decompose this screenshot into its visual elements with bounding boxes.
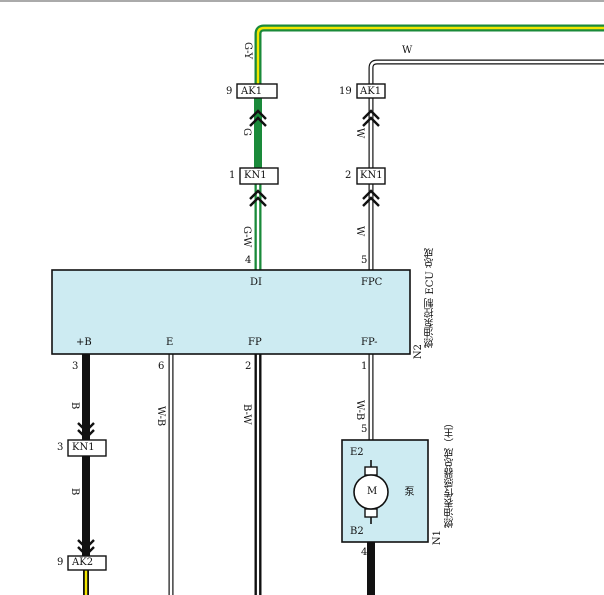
connector-kn1-right <box>356 167 386 185</box>
pump-code: N1 <box>432 530 443 546</box>
ecu-box <box>51 269 411 355</box>
chevrons-right-lower <box>362 189 380 207</box>
ecu-label-fp: FP <box>248 337 262 348</box>
ecu-pin-fpc: 5 <box>361 255 368 266</box>
chevrons-left-lower <box>249 189 267 207</box>
connector-kn1-left <box>239 167 279 185</box>
ecu-pin-fpm: 1 <box>361 361 368 372</box>
connector-ak1-left <box>236 83 278 99</box>
connector-label-ak1-left: AK1 <box>241 86 263 97</box>
pump-name: 燃油表传感器总成（主） <box>445 418 456 528</box>
connector-label-kn1-right: KN1 <box>360 170 383 181</box>
motor-brush-top <box>364 466 378 476</box>
pump-label-e2: E2 <box>350 447 364 458</box>
connector-kn1-lower <box>67 439 107 457</box>
pin-kn1-left: 1 <box>229 170 236 181</box>
wire-label-gy: G-Y <box>242 42 253 60</box>
ecu-label-b: +B <box>76 337 92 348</box>
chevrons-b-lower <box>77 539 95 557</box>
pump-pin-b2: 4 <box>361 547 368 558</box>
ecu-pin-di: 4 <box>245 255 252 266</box>
ecu-pin-b: 3 <box>72 361 79 372</box>
ecu-pin-fp: 2 <box>245 361 252 372</box>
wire-label-w-b-fpm: W-B <box>354 400 365 421</box>
chevrons-right-upper <box>362 109 380 127</box>
wire-label-w-mid: W <box>354 128 365 139</box>
pump-motor-m: M <box>367 486 378 497</box>
chevrons-b-upper <box>77 422 95 440</box>
wire-w-top <box>368 59 604 84</box>
pin-kn1-right: 2 <box>345 170 352 181</box>
pump-label-b2: B2 <box>350 526 364 537</box>
wire-label-b-w-fp: B-W <box>241 404 252 425</box>
ecu-label-e: E <box>166 337 174 348</box>
wire-label-g: G <box>241 128 252 136</box>
pin-ak2-lower: 9 <box>57 557 64 568</box>
pin-ak1-left: 9 <box>226 86 233 97</box>
ecu-label-fpm: FP- <box>361 337 378 348</box>
wire-label-w-top: W <box>402 45 413 56</box>
pump-text: 泵 <box>402 486 413 496</box>
ecu-label-fpc: FPC <box>361 277 383 288</box>
connector-label-ak1-right: AK1 <box>360 86 382 97</box>
wire-label-b-1: B <box>69 402 80 410</box>
connector-label-ak2-lower: AK2 <box>72 557 94 568</box>
wire-label-b-2: B <box>69 488 80 496</box>
connector-ak2-lower <box>67 555 107 571</box>
wire-label-g-w: G-W <box>241 226 252 248</box>
chevrons-left-upper <box>249 109 267 127</box>
motor-symbol <box>353 474 389 510</box>
pump-pin-e2: 5 <box>361 424 368 435</box>
wire-label-w-lower: W <box>354 226 365 237</box>
pin-ak1-right: 19 <box>339 86 352 97</box>
ecu-name: 燃油泵控制 ECU 总成 <box>425 248 436 348</box>
connector-ak1-right <box>356 83 386 99</box>
wire-g-y <box>254 24 604 84</box>
ecu-code: N2 <box>413 344 424 360</box>
ecu-label-di: DI <box>250 277 262 288</box>
connector-label-kn1-left: KN1 <box>244 170 267 181</box>
wire-label-w-b-e: W-B <box>155 406 166 427</box>
connector-label-kn1-lower: KN1 <box>72 442 95 453</box>
ecu-pin-e: 6 <box>158 361 165 372</box>
motor-brush-bottom <box>364 508 378 518</box>
pin-kn1-lower: 3 <box>57 442 64 453</box>
